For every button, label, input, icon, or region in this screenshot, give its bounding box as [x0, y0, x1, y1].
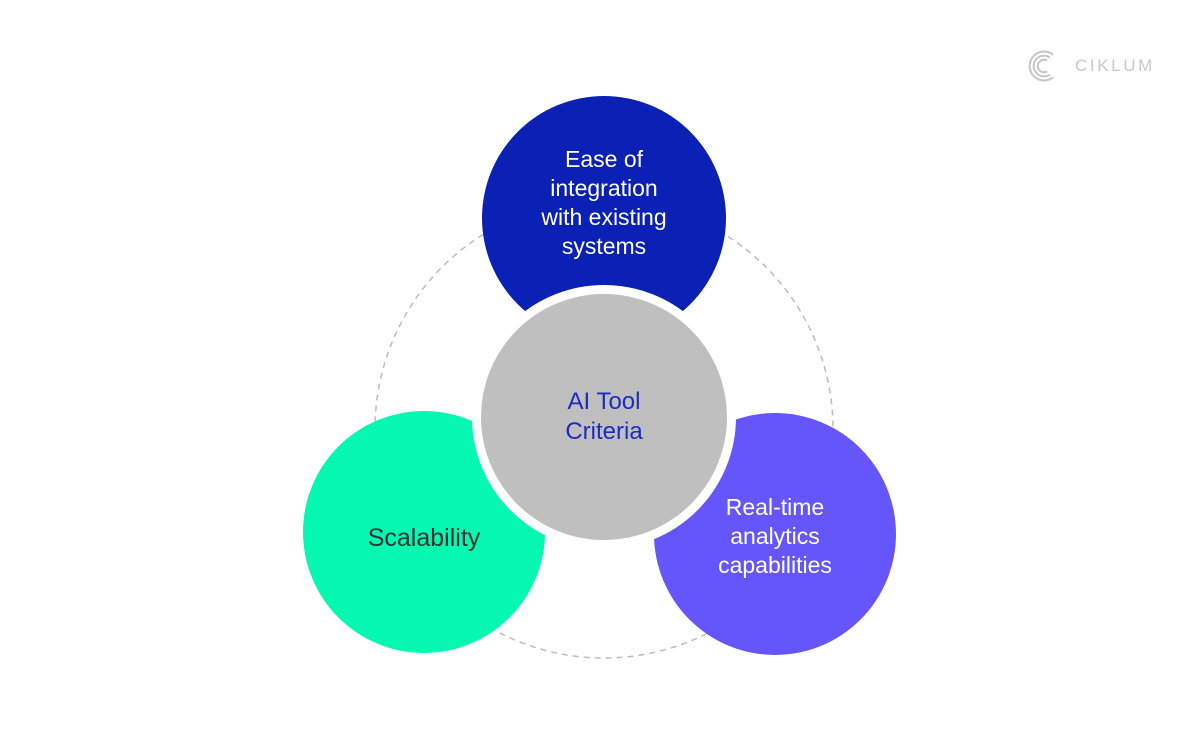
ciklum-logo-icon: [1028, 50, 1054, 82]
label-line: capabilities: [718, 551, 832, 578]
criterion-label-scalability: Scalability: [368, 523, 481, 553]
label-line: with existing: [541, 204, 667, 230]
ciklum-logo: CIKLUM: [1026, 48, 1155, 84]
label-line: Scalability: [367, 524, 481, 552]
label-line: integration: [550, 175, 658, 201]
center-circle-label: AI Tool Criteria: [565, 387, 642, 447]
center-circle-ai-tool-criteria: AI Tool Criteria: [472, 285, 736, 549]
label-line: systems: [561, 233, 647, 259]
label-line: Ease of: [565, 146, 643, 172]
label-line: Criteria: [565, 418, 643, 445]
criterion-label-integration: Ease of integration with existing system…: [541, 145, 666, 261]
label-line: analytics: [730, 522, 820, 549]
label-line: Real-time: [725, 493, 825, 520]
criterion-circle-integration: Ease of integration with existing system…: [482, 96, 726, 340]
label-line: AI Tool: [567, 388, 641, 415]
ciklum-logo-text: CIKLUM: [1075, 56, 1155, 75]
criterion-label-realtime-analytics: Real-time analytics capabilities: [718, 493, 832, 580]
